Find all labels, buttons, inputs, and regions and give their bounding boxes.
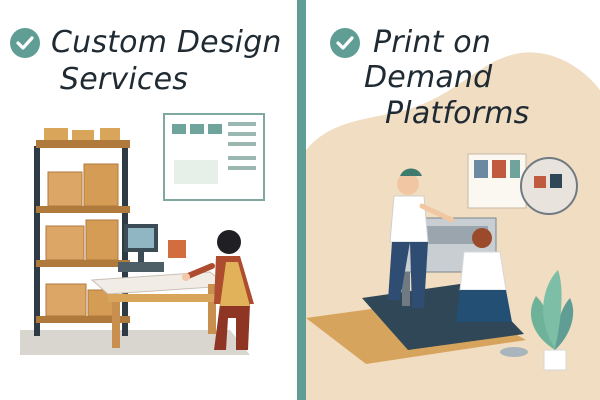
designer-person [168, 230, 254, 350]
computer [118, 224, 164, 272]
boxes [45, 163, 119, 317]
print-on-demand-title-line-3: Platforms [385, 96, 530, 131]
print-shop-illustration [306, 52, 600, 400]
studio-illustration [20, 113, 265, 355]
checkmark-circle-icon [10, 28, 40, 58]
wall-display [467, 153, 578, 215]
operator-person [388, 168, 455, 308]
custom-design-panel: Custom Design Services [0, 0, 297, 400]
floor-roll [500, 347, 528, 357]
potted-plant [530, 270, 574, 371]
panel-divider [297, 0, 306, 400]
print-on-demand-title-line-1: Print on [373, 25, 492, 60]
floor-shadow [20, 330, 250, 355]
custom-design-title-line-2: Services [60, 62, 189, 97]
assistant-person [456, 228, 512, 322]
custom-design-title-line-1: Custom Design [51, 25, 282, 60]
wall-board [163, 113, 265, 201]
print-on-demand-title-line-2: Demand [364, 60, 493, 95]
check-icon [16, 36, 34, 50]
checkmark-circle-icon [330, 28, 360, 58]
print-on-demand-panel: Print on Demand Platforms [306, 0, 600, 400]
check-icon [336, 36, 354, 50]
